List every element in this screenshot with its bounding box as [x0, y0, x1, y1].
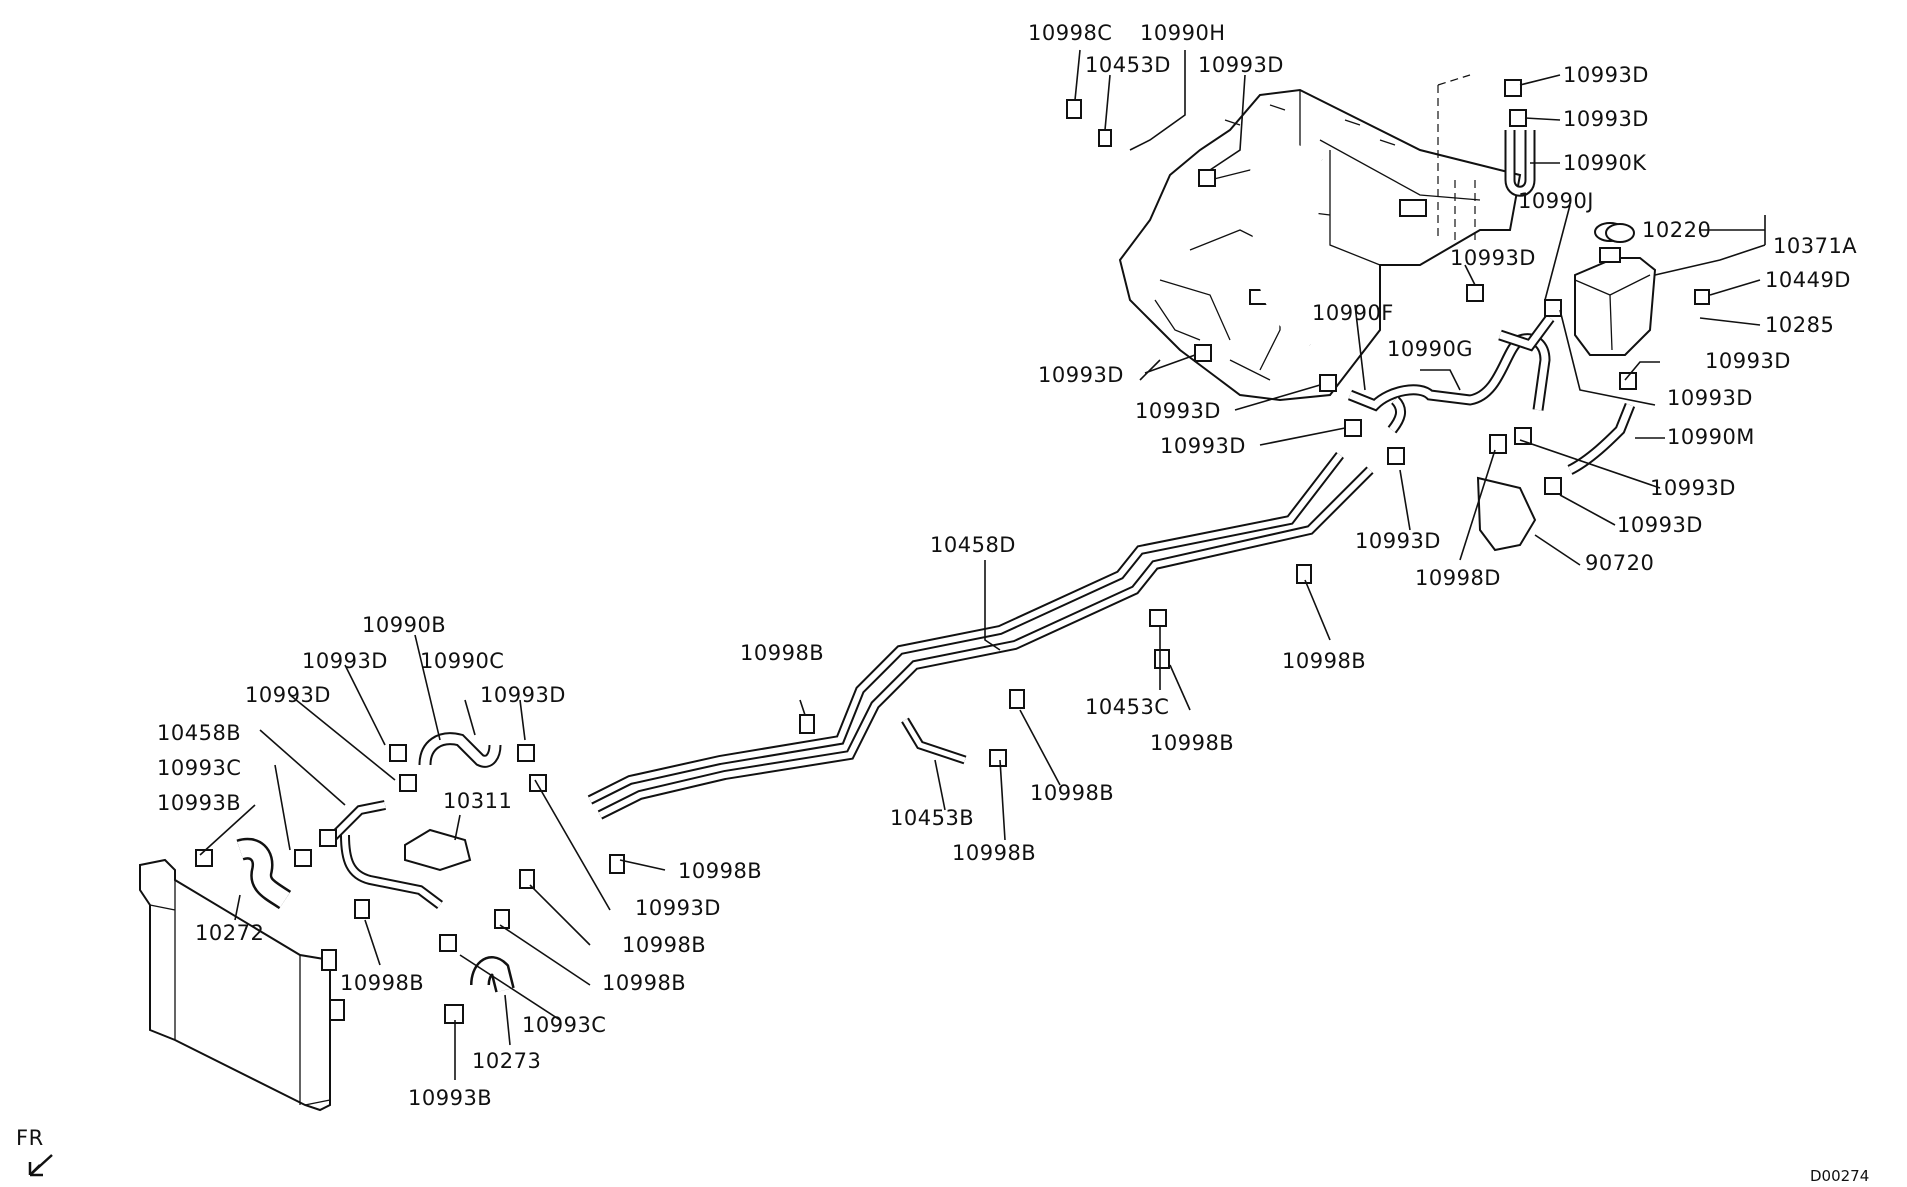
callout-10998C: 10998C — [1028, 21, 1112, 45]
clamps — [195, 79, 1710, 1024]
callout-10990K: 10990K — [1563, 151, 1647, 175]
callout-10998B-l3: 10998B — [340, 971, 424, 995]
callout-10453B: 10453B — [890, 806, 974, 830]
callout-10993D-top: 10993D — [1198, 53, 1284, 77]
callout-10993D-r3: 10993D — [1705, 349, 1791, 373]
callout-10993D-r4: 10993D — [1667, 386, 1753, 410]
bracket-10311 — [404, 828, 472, 872]
callout-10998B-c4: 10998B — [952, 841, 1036, 865]
callout-10990M: 10990M — [1667, 425, 1755, 449]
callout-10993D-r5: 10993D — [1650, 476, 1736, 500]
callout-10993C-l: 10993C — [157, 756, 241, 780]
callout-10990F: 10990F — [1312, 301, 1394, 325]
callout-10453D: 10453D — [1085, 53, 1171, 77]
part-callouts: 10998C 10990H 10453D 10993D 10993D 10993… — [157, 21, 1857, 1110]
callout-10998B-l1: 10998B — [678, 859, 762, 883]
callout-90720: 90720 — [1585, 551, 1654, 575]
callout-10993B-b: 10993B — [408, 1086, 492, 1110]
radiator-cap-10220 — [1605, 223, 1635, 243]
callout-10273: 10273 — [472, 1049, 541, 1073]
leader-lines — [199, 49, 1766, 1080]
callout-10998B-r: 10998B — [1282, 649, 1366, 673]
reservoir-tank — [1574, 222, 1657, 356]
callout-10449D: 10449D — [1765, 268, 1851, 292]
callout-10998B-l4: 10998B — [602, 971, 686, 995]
callout-10993B-l: 10993B — [157, 791, 241, 815]
pipe-10453B — [901, 717, 967, 765]
callout-10993D-l3: 10993D — [245, 683, 331, 707]
front-label: FR — [16, 1126, 44, 1150]
callout-10993D-l2: 10993D — [480, 683, 566, 707]
callout-10453C: 10453C — [1085, 695, 1169, 719]
callout-10993D-mid: 10993D — [1450, 246, 1536, 270]
callout-10990J: 10990J — [1518, 189, 1594, 213]
callout-10371A: 10371A — [1773, 234, 1857, 258]
callout-10998B-l2: 10998B — [622, 933, 706, 957]
callout-10990H: 10990H — [1140, 21, 1226, 45]
callout-10272: 10272 — [195, 921, 264, 945]
figure-code: D00274 — [1810, 1167, 1869, 1185]
callout-10993D-r1: 10993D — [1563, 63, 1649, 87]
callout-10311: 10311 — [443, 789, 512, 813]
callout-10993D-c2: 10993D — [1160, 434, 1246, 458]
callout-10993D-l1: 10993D — [302, 649, 388, 673]
callout-10285: 10285 — [1765, 313, 1834, 337]
callout-10998D: 10998D — [1415, 566, 1501, 590]
callout-10998B-c3: 10998B — [1030, 781, 1114, 805]
callout-10990G: 10990G — [1387, 337, 1473, 361]
callout-10458B: 10458B — [157, 721, 241, 745]
callout-10998B-c2: 10998B — [740, 641, 824, 665]
callout-10990C: 10990C — [420, 649, 504, 673]
callout-10993D-r6: 10993D — [1617, 513, 1703, 537]
callout-10993D-l4: 10993D — [635, 896, 721, 920]
callout-10993D-c3: 10993D — [1355, 529, 1441, 553]
callout-10993D-left1: 10993D — [1038, 363, 1124, 387]
callout-10993C-b: 10993C — [522, 1013, 606, 1037]
callout-10993D-c1: 10993D — [1135, 399, 1221, 423]
pipe-10458D — [587, 451, 1374, 820]
callout-10220: 10220 — [1642, 218, 1711, 242]
callout-10990B: 10990B — [362, 613, 446, 637]
callout-10458D: 10458D — [930, 533, 1016, 557]
radiator — [139, 858, 345, 1112]
front-direction-arrow-icon — [28, 1154, 53, 1177]
bracket-90720 — [1476, 476, 1537, 552]
callout-10998B-c1: 10998B — [1150, 731, 1234, 755]
callout-10993D-r2: 10993D — [1563, 107, 1649, 131]
